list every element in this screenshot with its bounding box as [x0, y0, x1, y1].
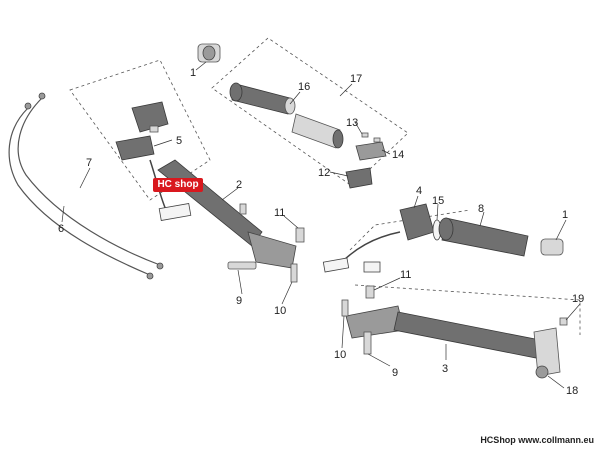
screw-13 — [361, 132, 381, 143]
leader-12 — [329, 171, 349, 177]
lever-pin-10a — [290, 263, 298, 283]
right-switch-wire — [341, 231, 401, 263]
leader-6 — [61, 205, 65, 223]
cable-guide-14 — [355, 141, 387, 161]
leader-17 — [339, 83, 353, 97]
throttle-sleeve — [291, 113, 344, 149]
grip-8 — [438, 217, 529, 257]
clamp-18 — [533, 327, 561, 379]
callout-15: 15 — [432, 195, 444, 207]
screw-19 — [559, 317, 568, 326]
throttle-cable-7 — [17, 97, 161, 266]
lever-pin-10b — [341, 299, 349, 317]
callout-16: 16 — [298, 81, 310, 93]
group-box-17 — [211, 37, 409, 187]
leader-2 — [221, 187, 239, 201]
callout-3: 3 — [442, 363, 448, 375]
callout-1a: 1 — [190, 67, 196, 79]
callout-13: 13 — [346, 117, 358, 129]
leader-10a — [281, 281, 293, 305]
callout-7: 7 — [86, 157, 92, 169]
leader-13 — [354, 121, 363, 135]
callout-11b: 11 — [400, 269, 411, 281]
brake-lever-3 — [345, 305, 541, 359]
leader-4 — [413, 195, 419, 209]
callout-12: 12 — [318, 167, 330, 179]
callout-6: 6 — [58, 223, 64, 235]
right-switch-4 — [399, 203, 435, 241]
leader-19 — [565, 303, 581, 321]
callout-10b: 10 — [334, 349, 346, 361]
small-screw — [239, 203, 247, 215]
bar-end-weight-right — [540, 238, 564, 256]
leader-10b — [341, 315, 345, 349]
callout-9a: 9 — [236, 295, 242, 307]
screw-11a — [295, 227, 305, 243]
group-box-lower-right — [354, 284, 581, 335]
callout-11a: 11 — [274, 207, 285, 219]
callout-5: 5 — [176, 135, 182, 147]
throttle-grip — [229, 82, 296, 115]
leader-1a — [195, 61, 207, 71]
left-switch-upper — [131, 101, 169, 133]
leader-15 — [436, 203, 439, 221]
callout-2: 2 — [236, 179, 242, 191]
leader-8 — [479, 211, 485, 227]
lever-bolt-9a — [227, 261, 257, 270]
group-box-left-switch — [69, 59, 211, 201]
leader-18 — [547, 375, 565, 389]
footer-credit: HCShop www.collmann.eu — [480, 435, 594, 445]
leader-9b — [367, 353, 391, 367]
callout-8: 8 — [478, 203, 484, 215]
callout-18: 18 — [566, 385, 578, 397]
leader-1b — [555, 219, 567, 241]
switch-connector — [158, 203, 192, 221]
cable-clip-12 — [345, 167, 373, 189]
leader-7 — [79, 167, 91, 189]
cable-ends — [24, 92, 164, 280]
callout-17: 17 — [350, 73, 362, 85]
callout-19: 19 — [572, 293, 584, 305]
callout-1b: 1 — [562, 209, 568, 221]
leader-5 — [153, 139, 173, 147]
screw-11b — [365, 285, 375, 299]
bar-end-weight-top — [197, 43, 221, 63]
leader-16 — [289, 91, 301, 105]
callout-9b: 9 — [392, 367, 398, 379]
lever-bolt-9b — [363, 331, 372, 355]
callout-14: 14 — [392, 149, 404, 161]
right-switch-connectors — [322, 257, 381, 273]
leader-11a — [283, 215, 299, 229]
hc-shop-watermark: HC shop — [153, 178, 203, 192]
throttle-cable-6 — [8, 107, 151, 276]
left-switch-lower — [115, 135, 155, 161]
leader-11b — [373, 277, 401, 291]
leader-9a — [237, 269, 243, 295]
callout-4: 4 — [416, 185, 422, 197]
leader-14 — [381, 149, 391, 155]
callout-10a: 10 — [274, 305, 286, 317]
